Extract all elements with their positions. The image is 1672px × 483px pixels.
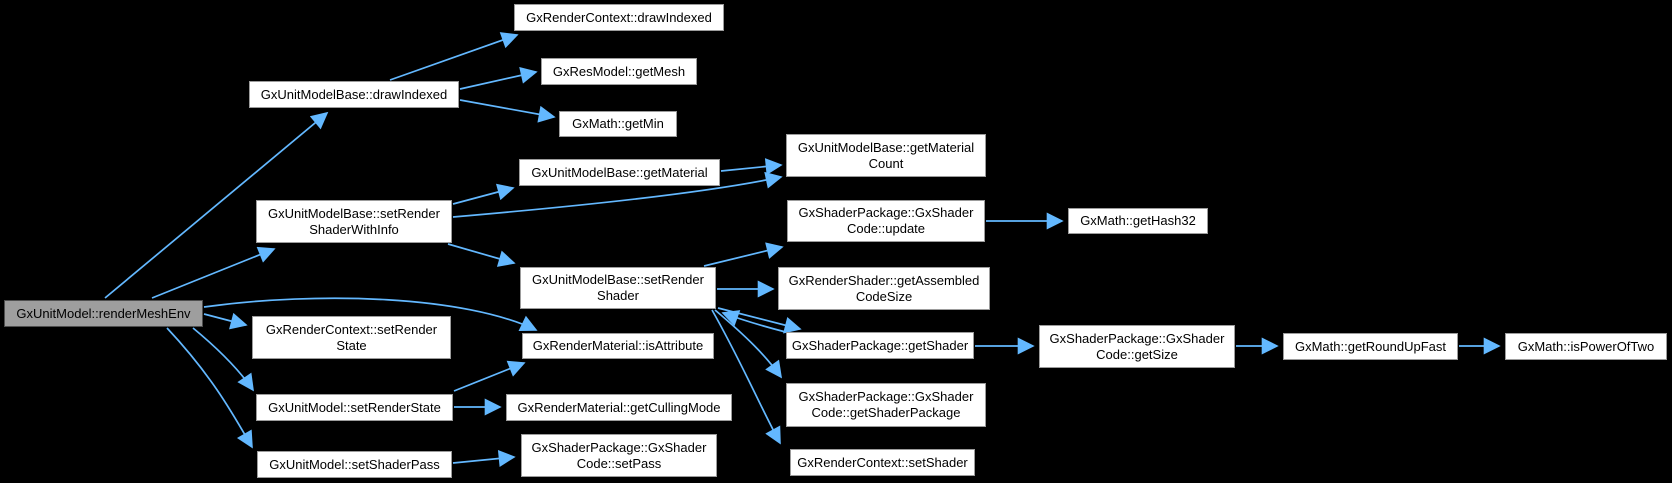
node-label: Code::setPass <box>576 455 662 471</box>
node-label: GxMath::getRoundUpFast <box>1294 338 1447 354</box>
node-math-isPowerOfTwo[interactable]: GxMath::isPowerOfTwo <box>1505 333 1667 360</box>
edge-renderMeshEnv-um_setShaderPass <box>166 327 253 449</box>
node-umb-drawIndexed[interactable]: GxUnitModelBase::drawIndexed <box>249 81 459 108</box>
node-label: GxUnitModel::setRenderState <box>268 399 441 415</box>
node-label: Code::getSize <box>1096 346 1178 362</box>
node-math-getHash32[interactable]: GxMath::getHash32 <box>1068 208 1208 234</box>
edge-renderMeshEnv-um_setRenderState <box>192 327 254 392</box>
node-label: GxMath::isPowerOfTwo <box>1517 338 1655 354</box>
node-sp-gsc-update[interactable]: GxShaderPackage::GxShader Code::update <box>787 200 985 242</box>
node-label: Count <box>868 155 904 171</box>
node-um-setShaderPass[interactable]: GxUnitModel::setShaderPass <box>257 451 452 478</box>
node-rc-setShader[interactable]: GxRenderContext::setShader <box>790 449 975 476</box>
node-label: GxUnitModel::renderMeshEnv <box>16 305 191 321</box>
node-sp-gsc-getSize[interactable]: GxShaderPackage::GxShader Code::getSize <box>1039 325 1235 368</box>
node-label: GxRenderContext::setRender <box>265 321 438 337</box>
node-sp-gsc-getShaderPackage[interactable]: GxShaderPackage::GxShader Code::getShade… <box>786 383 986 427</box>
node-label: GxRenderContext::setShader <box>797 454 968 470</box>
edge-umb_drawIndexed-resmodel_getMesh <box>459 67 538 90</box>
edge-umb_getMaterial-umb_getMaterialCount <box>720 158 783 175</box>
node-label: ShaderWithInfo <box>309 221 399 237</box>
node-label: CodeSize <box>855 288 913 304</box>
node-sp-getShader[interactable]: GxShaderPackage::getShader <box>786 332 974 359</box>
edge-umb_setRenderShader-sp_gsc_update <box>703 242 784 267</box>
node-label: GxShaderPackage::getShader <box>791 337 969 353</box>
node-um-setRenderState[interactable]: GxUnitModel::setRenderState <box>256 394 453 421</box>
node-label: GxUnitModelBase::drawIndexed <box>260 86 448 102</box>
node-umb-setRenderShaderWithInfo[interactable]: GxUnitModelBase::setRender ShaderWithInf… <box>256 200 452 243</box>
node-label: GxShaderPackage::GxShader <box>798 389 974 404</box>
node-label: GxRenderMaterial::getCullingMode <box>517 399 721 415</box>
edge-umb_drawIndexed-rc_drawIndexed <box>389 32 519 81</box>
node-label: GxRenderShader::getAssembled <box>788 272 980 288</box>
node-label: GxShaderPackage::GxShader <box>798 205 974 220</box>
node-rm-getCullingMode[interactable]: GxRenderMaterial::getCullingMode <box>506 394 732 421</box>
edge-renderMeshEnv-rc_setRenderState <box>203 312 248 330</box>
node-label: GxUnitModelBase::setRender <box>532 272 704 287</box>
edge-renderMeshEnv-umb_setRenderShaderWithInfo <box>151 246 276 299</box>
node-label: GxShaderPackage::GxShader <box>1049 330 1225 346</box>
edge-um_setShaderPass-sp_gsc_setPass <box>452 450 516 467</box>
node-label: Shader <box>597 288 639 303</box>
node-math-getRoundUpFast[interactable]: GxMath::getRoundUpFast <box>1283 333 1458 360</box>
node-label: State <box>336 337 367 353</box>
edge-umb_setRenderShaderWithInfo-umb_setRenderShader <box>447 243 516 267</box>
edge-umb_setRenderShaderWithInfo-umb_getMaterialCount <box>452 171 783 218</box>
node-label: GxMath::getMin <box>572 116 664 131</box>
node-label: GxShaderPackage::GxShader <box>531 439 707 455</box>
node-umb-getMaterial[interactable]: GxUnitModelBase::getMaterial <box>519 159 720 186</box>
node-umb-getMaterialCount[interactable]: GxUnitModelBase::getMaterial Count <box>786 134 986 177</box>
edge-renderMeshEnv-umb_drawIndexed <box>104 111 329 299</box>
edge-umb_setRenderShader-rc_setShader <box>711 309 781 445</box>
edge-umb_setRenderShaderWithInfo-umb_getMaterial <box>452 183 515 205</box>
node-rc-drawIndexed[interactable]: GxRenderContext::drawIndexed <box>514 4 724 31</box>
node-label: GxMath::getHash32 <box>1080 213 1196 228</box>
node-label: GxUnitModelBase::getMaterial <box>531 164 708 180</box>
node-label: GxRenderContext::drawIndexed <box>526 9 712 25</box>
edge-umb_setRenderShader-sp_gsc_getShaderPackage <box>714 309 782 379</box>
node-rm-isAttribute[interactable]: GxRenderMaterial::isAttribute <box>522 333 714 359</box>
node-umb-setRenderShader[interactable]: GxUnitModelBase::setRender Shader <box>520 267 716 309</box>
node-label: GxResModel::getMesh <box>552 63 686 79</box>
node-label: GxUnitModelBase::getMaterial <box>797 139 975 155</box>
edge-umb_setRenderShader-sp_getShader <box>717 307 802 334</box>
node-sp-gsc-setPass[interactable]: GxShaderPackage::GxShader Code::setPass <box>521 434 717 477</box>
node-resmodel-getMesh[interactable]: GxResModel::getMesh <box>541 58 697 85</box>
node-label: GxRenderMaterial::isAttribute <box>532 338 704 353</box>
edge-um_setRenderState-rm_isAttribute <box>453 360 526 392</box>
node-label: GxUnitModelBase::setRender <box>268 205 440 221</box>
node-math-getMin[interactable]: GxMath::getMin <box>559 111 677 137</box>
node-rs-getAssembledCodeSize[interactable]: GxRenderShader::getAssembled CodeSize <box>778 267 990 310</box>
edge-renderMeshEnv-rm_isAttribute <box>203 297 538 332</box>
node-label: Code::update <box>846 221 926 236</box>
edge-umb_drawIndexed-math_getMin <box>459 99 556 123</box>
node-label: Code::getShaderPackage <box>811 405 961 420</box>
node-label: GxUnitModel::setShaderPass <box>269 456 440 472</box>
node-rc-setRenderState[interactable]: GxRenderContext::setRender State <box>252 316 451 359</box>
node-renderMeshEnv[interactable]: GxUnitModel::renderMeshEnv <box>4 300 203 327</box>
